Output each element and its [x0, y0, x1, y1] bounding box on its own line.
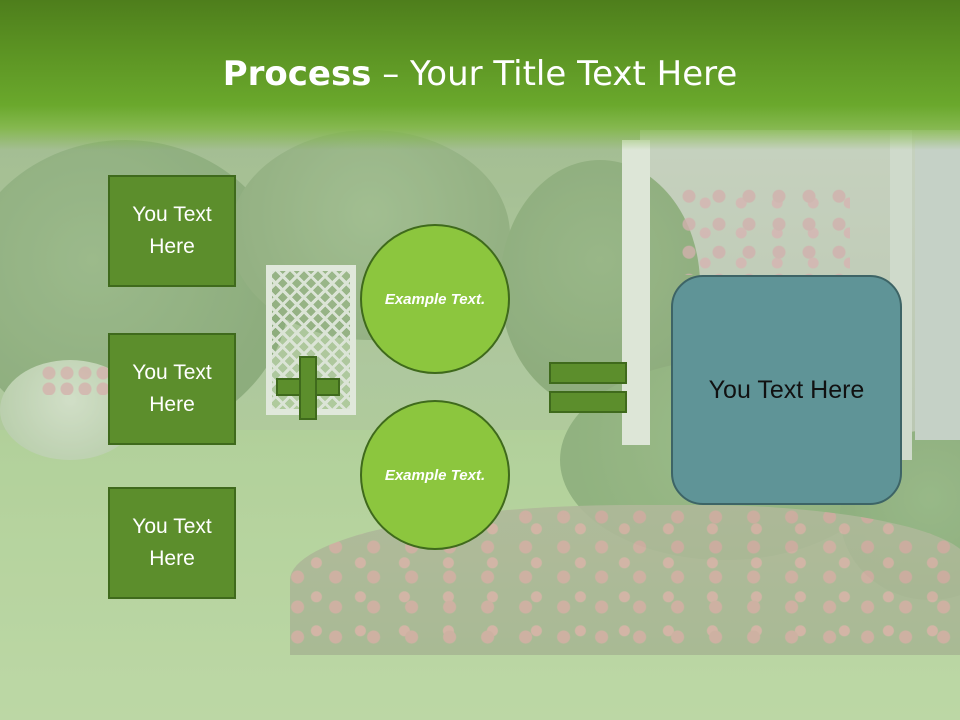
- example-circle-1[interactable]: Example Text.: [360, 224, 510, 374]
- title-bold: Process: [222, 54, 372, 94]
- equals-bar-top: [549, 362, 627, 384]
- title-rest: – Your Title Text Here: [371, 54, 738, 94]
- text-box-1[interactable]: You Text Here: [108, 175, 236, 287]
- text-box-label: You Text Here: [132, 361, 212, 416]
- porch-column: [915, 140, 960, 440]
- text-box-2[interactable]: You Text Here: [108, 333, 236, 445]
- result-box[interactable]: You Text Here: [671, 275, 902, 505]
- slide-title: Process – Your Title Text Here: [0, 52, 960, 96]
- text-box-label: You Text Here: [132, 203, 212, 258]
- text-box-label: You Text Here: [132, 515, 212, 570]
- circle-label: Example Text.: [384, 290, 486, 308]
- flower-cluster: [40, 365, 110, 395]
- equals-bar-bottom: [549, 391, 627, 413]
- text-box-3[interactable]: You Text Here: [108, 487, 236, 599]
- flower-cluster: [680, 185, 850, 275]
- circle-label: Example Text.: [384, 466, 486, 484]
- result-label: You Text Here: [708, 375, 865, 404]
- plus-icon: [276, 356, 340, 420]
- example-circle-2[interactable]: Example Text.: [360, 400, 510, 550]
- title-bar: Process – Your Title Text Here: [0, 0, 960, 150]
